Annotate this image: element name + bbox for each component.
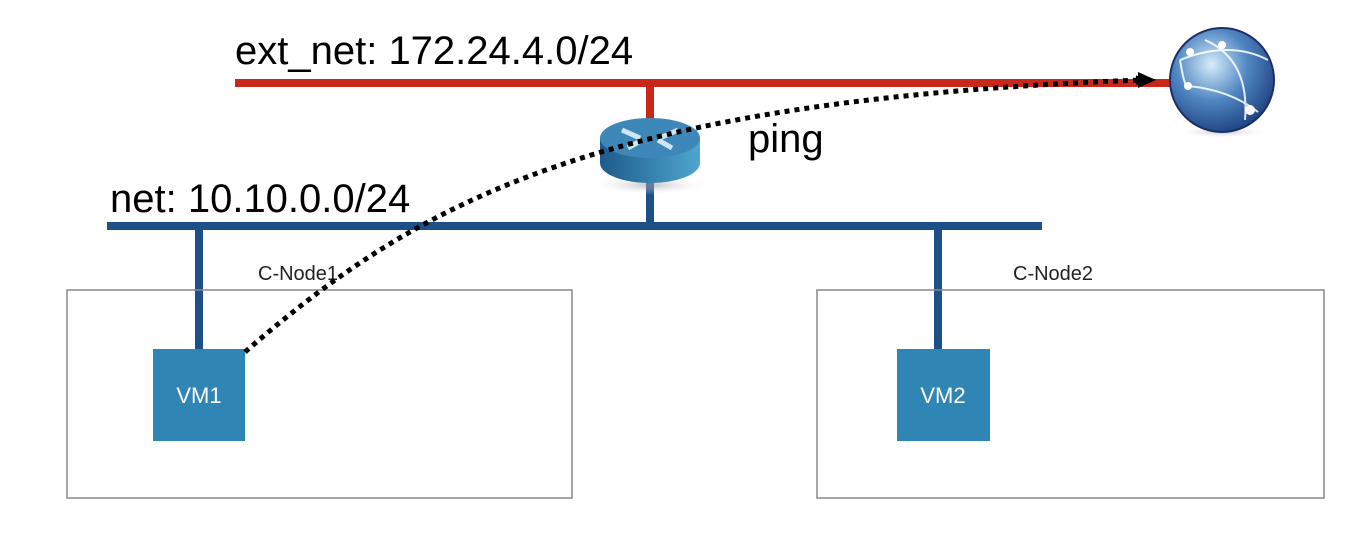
net-label: net: 10.10.0.0/24 [110, 177, 410, 221]
vm1-link [195, 226, 203, 350]
compute-node-1: C-Node1 VM1 [66, 263, 573, 499]
vm2-link [934, 226, 942, 350]
arrow-head-icon [1138, 72, 1156, 88]
vm2 [897, 349, 990, 441]
vm-label: VM2 [920, 383, 965, 408]
compute-node-2: C-Node2 VM2 [816, 263, 1325, 499]
router-icon [590, 118, 710, 195]
node-label: C-Node2 [1013, 263, 1093, 285]
vm1 [153, 349, 245, 441]
ping-path [243, 75, 1146, 354]
router-ext-link [646, 87, 654, 119]
ext-net-line [235, 79, 1175, 87]
ping-label: ping [748, 117, 824, 161]
net-line [107, 222, 1042, 230]
router-net-link [646, 180, 654, 224]
vm-label: VM1 [176, 383, 221, 408]
node-label: C-Node1 [258, 263, 338, 285]
globe-icon [1169, 27, 1275, 138]
ext-net-label: ext_net: 172.24.4.0/24 [235, 29, 633, 73]
